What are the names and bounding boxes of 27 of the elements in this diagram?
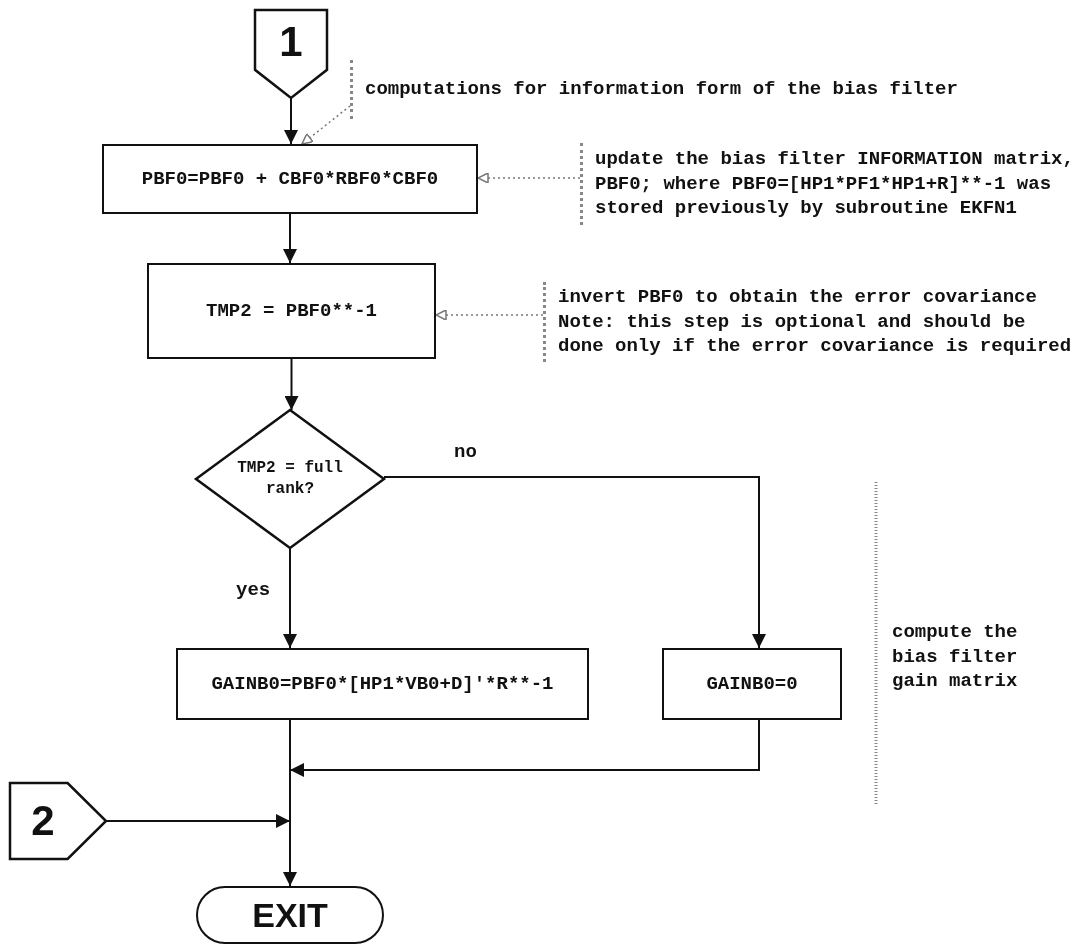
connector-number: 1: [279, 21, 303, 63]
process-box: [662, 648, 842, 720]
box-text: GAINB0=0: [706, 671, 798, 697]
arrow: [105, 814, 291, 828]
box-text: GAINB0=PBF0*[HP1*VB0+D]'*R**-1: [211, 671, 554, 697]
leader-line: [301, 105, 351, 145]
leader-line: [477, 172, 581, 184]
arrow: [283, 769, 297, 887]
terminator-text: EXIT: [252, 898, 328, 932]
arrow: [284, 358, 299, 411]
note-text: invert PBF0 to obtain the error covariance Note: this step is optional and should be done only if the error covariance is required: [558, 284, 1073, 360]
connector-number: 2: [31, 800, 55, 842]
arrow: [283, 547, 297, 649]
terminator: [196, 886, 384, 944]
leader-line: [435, 309, 544, 321]
process-box: [147, 263, 436, 359]
arrow: [283, 213, 297, 264]
box-text: TMP2 = PBF0**-1: [206, 298, 377, 324]
arrow: [284, 97, 298, 145]
box-text: PBF0=PBF0 + CBF0*RBF0*CBF0: [141, 166, 439, 192]
process-box: [176, 648, 589, 720]
note-text: computations for information form of the bias filter: [365, 77, 959, 102]
note-text: update the bias filter INFORMATION matrix, PBF0; where PBF0=[HP1*PF1*HP1+R]**-1 was stored previously by subroutine EKFN1: [595, 146, 1075, 222]
arrow: [289, 719, 760, 777]
decision-text: TMP2 = full rank?: [236, 458, 344, 500]
process-box: [102, 144, 478, 214]
arrow: [383, 476, 766, 649]
